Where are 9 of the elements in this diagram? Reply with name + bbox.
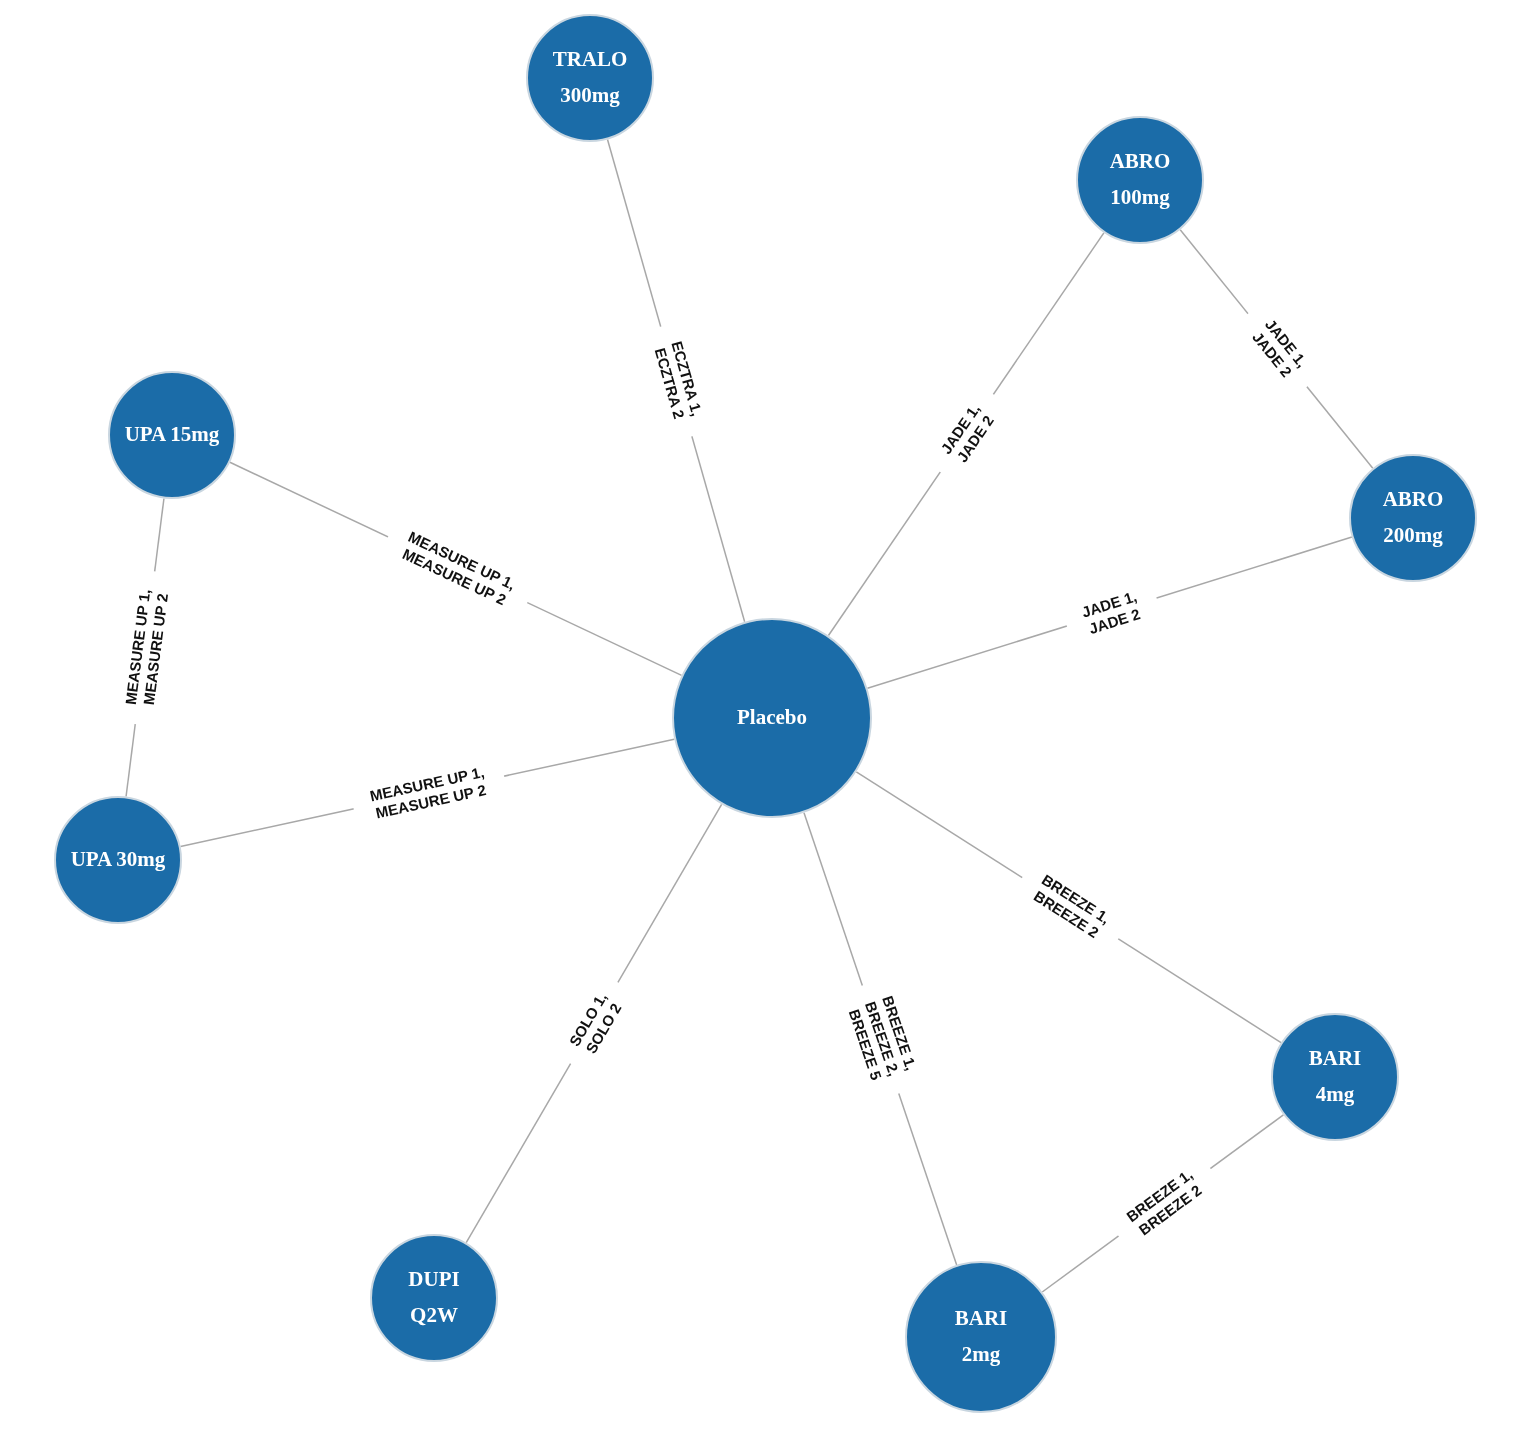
node-label: ABRO 200mg	[1381, 486, 1445, 549]
node-label: DUPI Q2W	[407, 1266, 461, 1329]
node-label: UPA 30mg	[70, 846, 166, 874]
node-label: ABRO 100mg	[1108, 148, 1172, 211]
node-label: BARI 2mg	[953, 1305, 1009, 1368]
node-label: BARI 4mg	[1307, 1045, 1363, 1108]
node-label: UPA 15mg	[124, 421, 220, 449]
node-label: Placebo	[737, 704, 807, 732]
node-label: TRALO 300mg	[551, 46, 629, 109]
